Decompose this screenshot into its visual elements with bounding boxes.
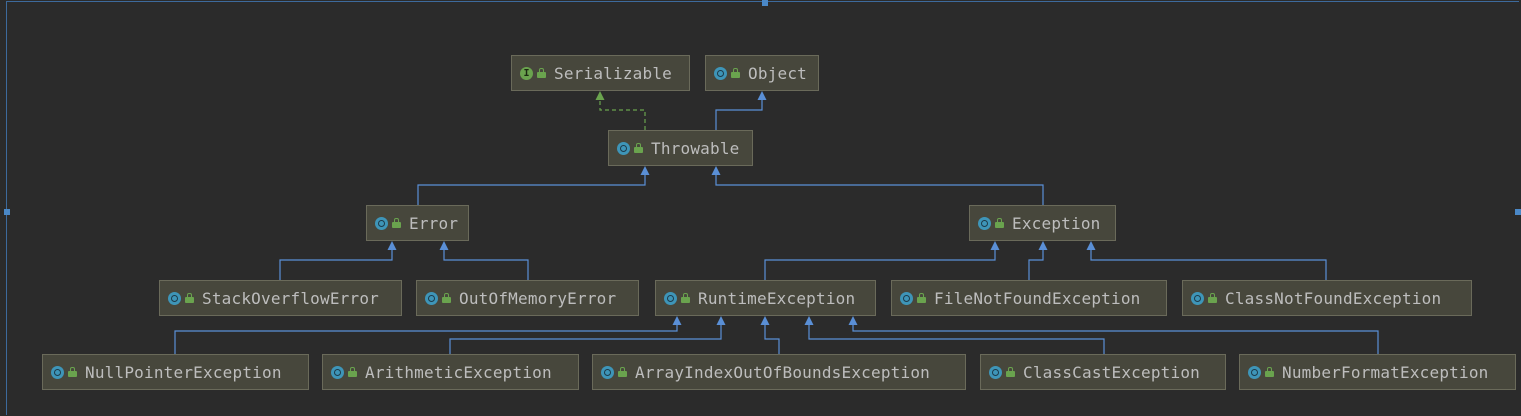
class-node-label: NumberFormatException xyxy=(1282,362,1489,382)
class-node-filenotfoundexception[interactable]: FileNotFoundException xyxy=(891,280,1167,316)
extends-edge-nullpointerexception-to-runtimeexception xyxy=(174,316,682,354)
implements-edge-throwable-to-serializable xyxy=(595,91,646,130)
class-node-exception[interactable]: Exception xyxy=(969,205,1116,241)
resize-handle-top[interactable] xyxy=(762,0,768,6)
extends-edge-stackoverflowerror-to-error xyxy=(279,241,397,280)
public-visibility-icon xyxy=(68,367,77,377)
class-node-arrayindexoutofboundsexception[interactable]: ArrayIndexOutOfBoundsException xyxy=(592,354,966,390)
public-visibility-icon xyxy=(1208,293,1217,303)
class-node-label: OutOfMemoryError xyxy=(459,288,617,308)
extends-edge-classnotfoundexception-to-exception xyxy=(1086,241,1327,280)
arrowhead xyxy=(990,241,1000,250)
arrowhead xyxy=(387,241,397,250)
public-visibility-icon xyxy=(185,293,194,303)
public-visibility-icon xyxy=(917,293,926,303)
class-icon xyxy=(978,216,991,230)
class-node-label: RuntimeException xyxy=(698,288,856,308)
class-node-classcastexception[interactable]: ClassCastException xyxy=(980,354,1226,390)
public-visibility-icon xyxy=(995,218,1004,228)
class-node-serializable[interactable]: I Serializable xyxy=(511,55,690,91)
class-node-runtimeexception[interactable]: RuntimeException xyxy=(655,280,876,316)
class-node-label: ClassCastException xyxy=(1023,362,1200,382)
class-icon xyxy=(601,365,614,379)
interface-icon: I xyxy=(520,66,533,80)
public-visibility-icon xyxy=(731,68,740,78)
class-node-label: Error xyxy=(409,213,459,233)
class-icon xyxy=(1248,365,1261,379)
class-node-classnotfoundexception[interactable]: ClassNotFoundException xyxy=(1182,280,1472,316)
public-visibility-icon xyxy=(634,143,643,153)
resize-handle-right[interactable] xyxy=(1515,209,1521,215)
class-node-label: ArithmeticException xyxy=(365,362,552,382)
extends-edge-runtimeexception-to-exception xyxy=(764,241,1000,280)
extends-edge-error-to-throwable xyxy=(417,166,650,205)
resize-handle-left[interactable] xyxy=(4,209,10,215)
public-visibility-icon xyxy=(392,218,401,228)
arrowhead xyxy=(672,316,682,325)
class-icon xyxy=(989,365,1002,379)
class-node-label: ClassNotFoundException xyxy=(1225,288,1442,308)
arrowhead xyxy=(711,166,721,175)
arrowhead xyxy=(1086,241,1096,250)
class-icon xyxy=(617,141,630,155)
class-node-outofmemoryerror[interactable]: OutOfMemoryError xyxy=(416,280,639,316)
public-visibility-icon xyxy=(1006,367,1015,377)
class-icon xyxy=(664,291,677,305)
class-icon xyxy=(51,365,64,379)
arrowhead xyxy=(595,91,605,100)
arrowhead xyxy=(760,316,770,325)
class-node-label: Serializable xyxy=(554,63,672,83)
arrowhead xyxy=(804,316,814,325)
extends-edge-numberformatexception-to-runtimeexception xyxy=(848,316,1379,354)
arrowhead xyxy=(757,91,767,100)
public-visibility-icon xyxy=(1265,367,1274,377)
class-icon xyxy=(714,66,727,80)
class-icon xyxy=(900,291,913,305)
arrowhead xyxy=(848,316,858,325)
class-node-label: StackOverflowError xyxy=(202,288,379,308)
arrowhead xyxy=(439,241,449,250)
class-node-label: Throwable xyxy=(651,138,740,158)
class-node-nullpointerexception[interactable]: NullPointerException xyxy=(42,354,309,390)
extends-edge-outofmemoryerror-to-error xyxy=(439,241,529,280)
class-node-stackoverflowerror[interactable]: StackOverflowError xyxy=(159,280,402,316)
class-node-label: NullPointerException xyxy=(85,362,282,382)
extends-edge-throwable-to-object xyxy=(715,91,767,130)
public-visibility-icon xyxy=(348,367,357,377)
extends-edge-classcastexception-to-runtimeexception xyxy=(804,316,1105,354)
class-icon xyxy=(375,216,388,230)
class-node-throwable[interactable]: Throwable xyxy=(608,130,753,166)
extends-edge-arithmeticexception-to-runtimeexception xyxy=(449,316,726,354)
class-node-arithmeticexception[interactable]: ArithmeticException xyxy=(322,354,579,390)
class-icon xyxy=(168,291,181,305)
class-node-label: Exception xyxy=(1012,213,1101,233)
class-node-label: Object xyxy=(748,63,807,83)
extends-edge-filenotfoundexception-to-exception xyxy=(1028,241,1048,280)
extends-edge-arrayindexoutofboundsexception-to-runtimeexception xyxy=(760,316,780,354)
class-icon xyxy=(1191,291,1204,305)
arrowhead xyxy=(640,166,650,175)
class-node-object[interactable]: Object xyxy=(705,55,819,91)
class-node-label: FileNotFoundException xyxy=(934,288,1141,308)
extends-edge-exception-to-throwable xyxy=(711,166,1044,205)
arrowhead xyxy=(716,316,726,325)
public-visibility-icon xyxy=(681,293,690,303)
class-node-label: ArrayIndexOutOfBoundsException xyxy=(635,362,930,382)
class-node-error[interactable]: Error xyxy=(366,205,469,241)
class-icon xyxy=(425,291,438,305)
class-icon xyxy=(331,365,344,379)
public-visibility-icon xyxy=(537,68,546,78)
arrowhead xyxy=(1038,241,1048,250)
public-visibility-icon xyxy=(618,367,627,377)
class-node-numberformatexception[interactable]: NumberFormatException xyxy=(1239,354,1516,390)
public-visibility-icon xyxy=(442,293,451,303)
